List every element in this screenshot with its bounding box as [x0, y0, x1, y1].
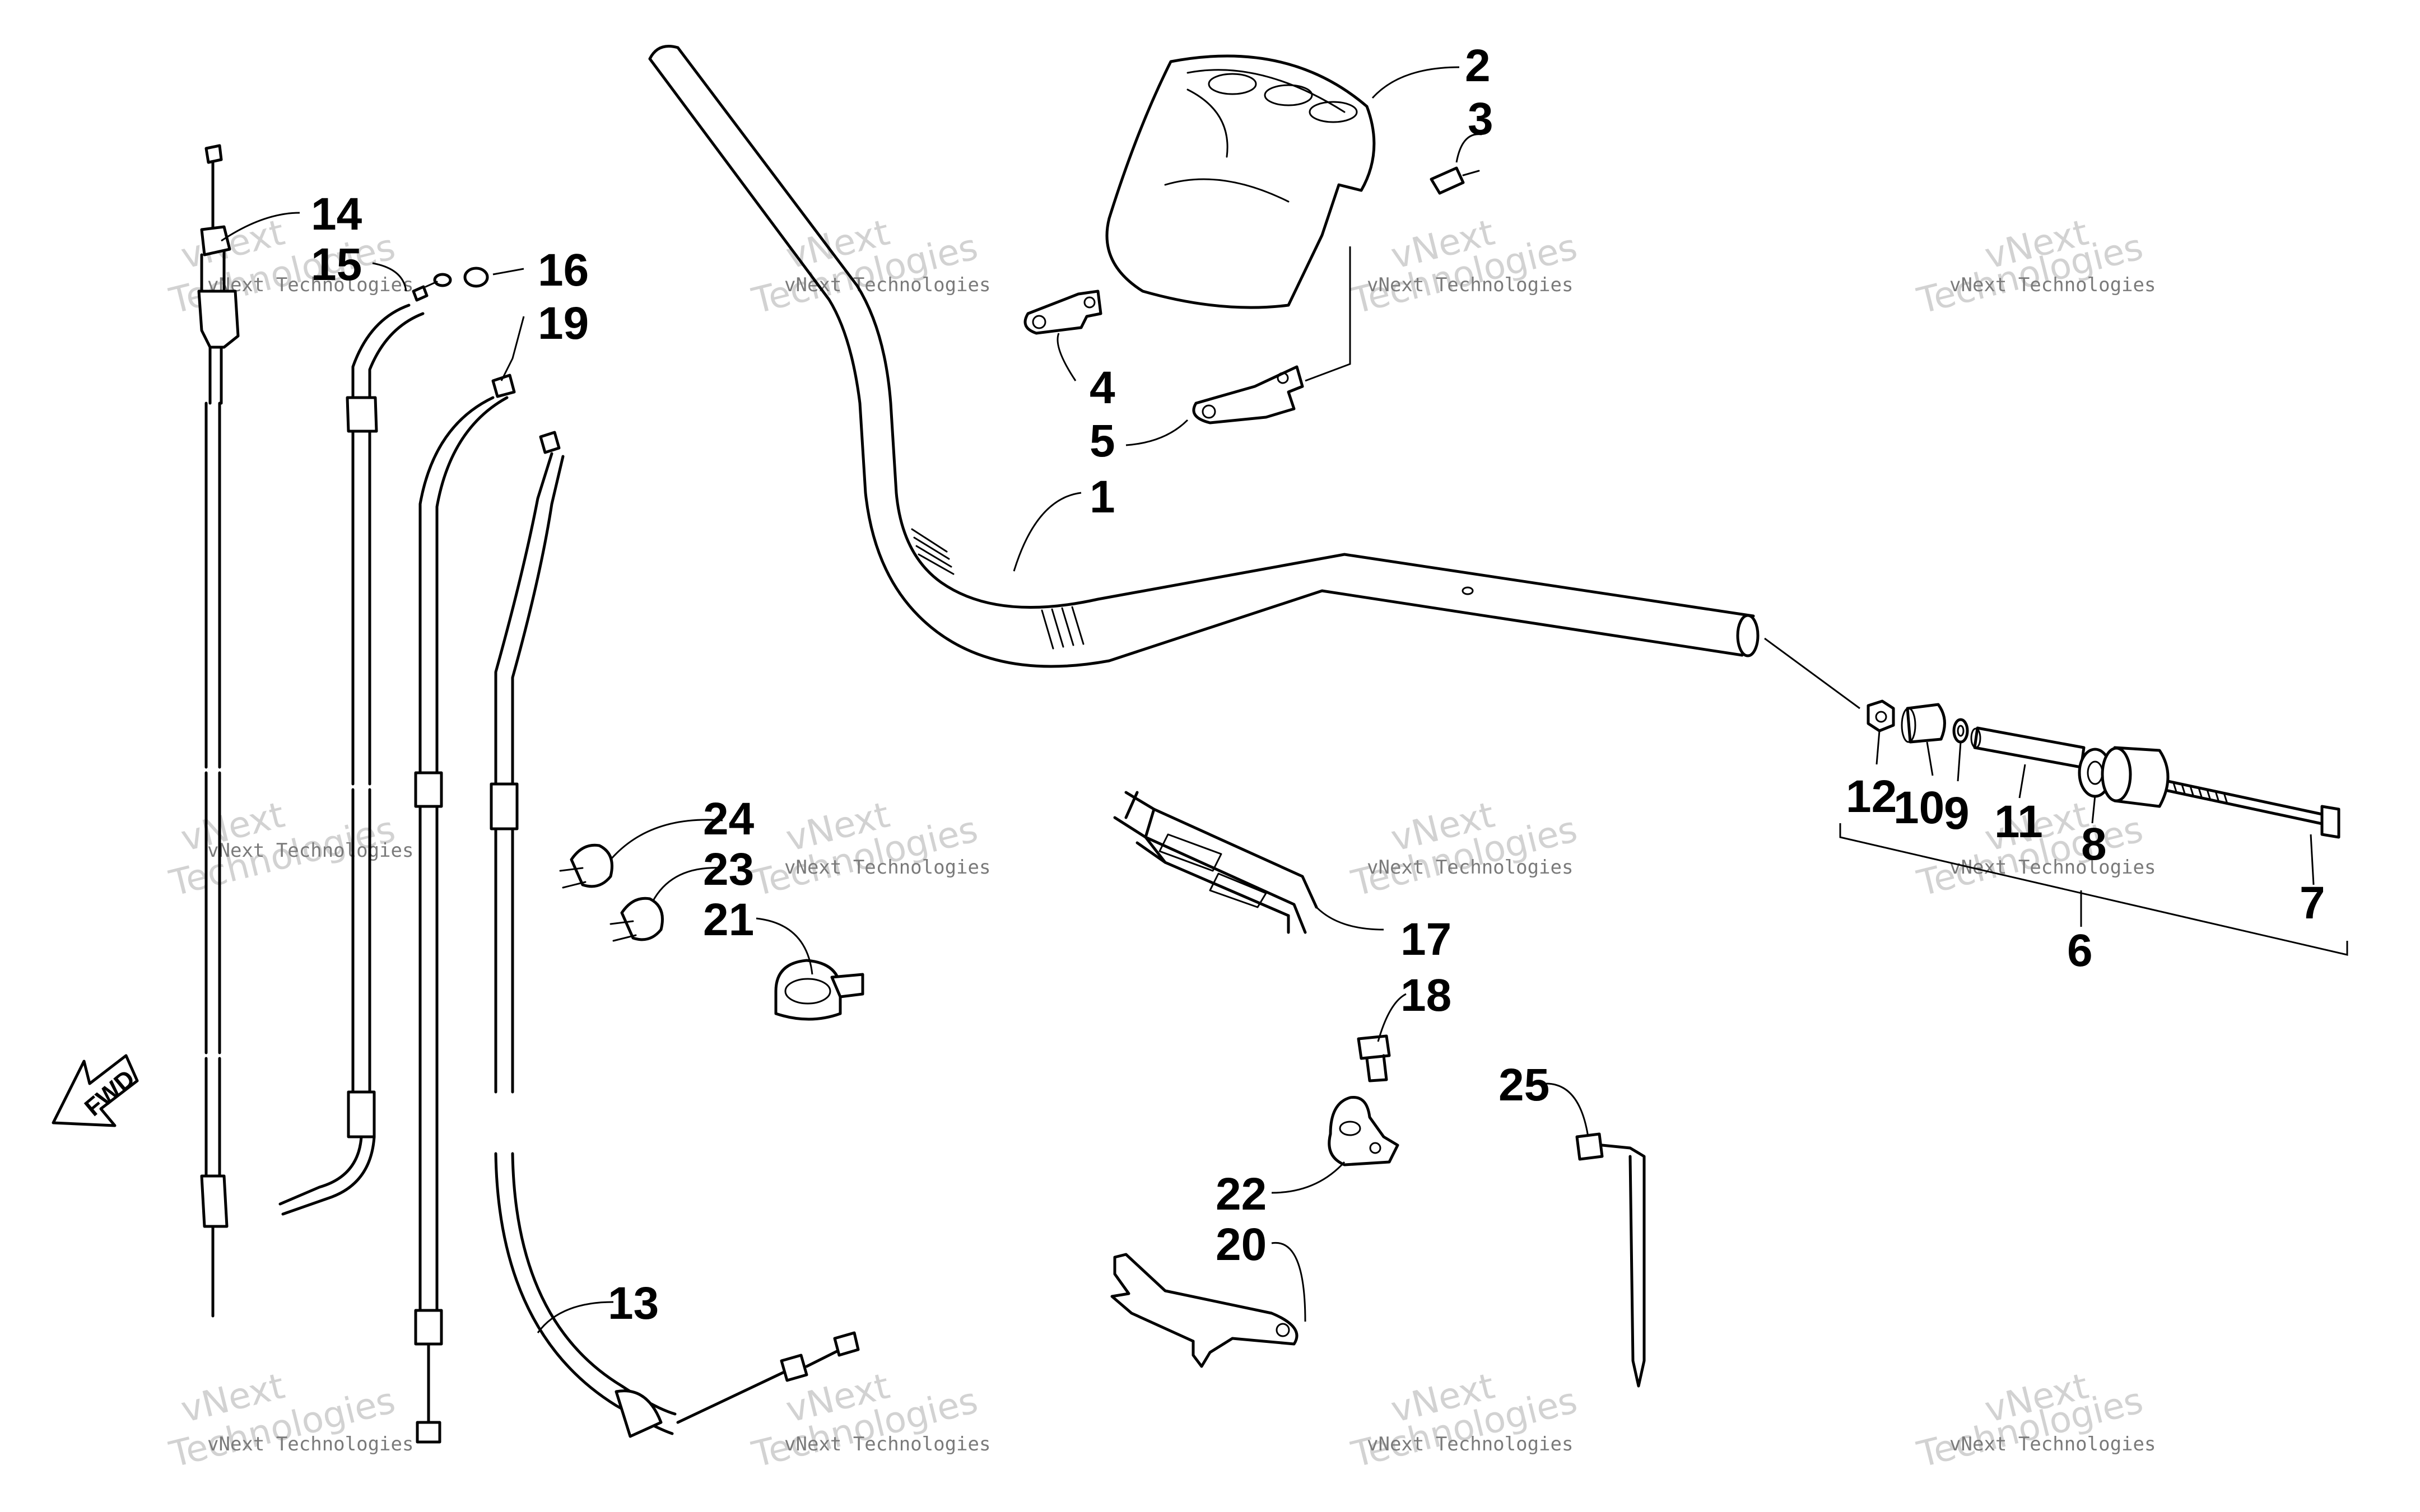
callout-25: 25 [1498, 1060, 1549, 1110]
callout-3: 3 [1468, 94, 1493, 144]
svg-text:vNext Technologies: vNext Technologies [1949, 274, 2156, 296]
callout-6: 6 [2067, 925, 2093, 976]
callout-2: 2 [1465, 40, 1491, 91]
long-cable [490, 431, 860, 1438]
callout-5: 5 [1090, 416, 1115, 466]
callout-12: 12 [1846, 771, 1897, 822]
cover-bracket-right [1192, 365, 1304, 424]
callout-14: 14 [311, 189, 362, 240]
forward-arrow-icon: FWD [52, 1054, 140, 1127]
cable-end-barrel [463, 267, 489, 288]
lower-bracket [1110, 1253, 1299, 1368]
bushing [1901, 703, 1946, 744]
handlebar [648, 45, 1760, 668]
push-rivet [1430, 166, 1480, 195]
callout-17: 17 [1400, 914, 1451, 965]
watermark: vNext Technologies vNext Technologies [1347, 794, 1581, 904]
callout-labels: 1 2 3 4 5 6 7 8 9 10 11 12 13 14 15 16 1… [311, 40, 2325, 1329]
svg-text:vNext Technologies: vNext Technologies [1367, 856, 1573, 879]
svg-text:vNext Technologies: vNext Technologies [1949, 856, 2156, 879]
cable-holder [1113, 791, 1318, 934]
mount-bracket [1328, 1095, 1399, 1166]
svg-text:vNext Technologies: vNext Technologies [784, 856, 990, 879]
callout-4: 4 [1090, 362, 1115, 413]
callout-9: 9 [1944, 788, 1970, 839]
watermark: vNext Technologies vNext Technologies [165, 1365, 413, 1476]
handlebar-cover [1105, 54, 1376, 309]
callout-15: 15 [311, 239, 362, 290]
watermark: vNext Technologies vNext Technologies [748, 1365, 990, 1476]
handlebar-knurl-upper [911, 528, 955, 575]
callout-20: 20 [1216, 1219, 1267, 1270]
cable-clamp-large [774, 959, 864, 1021]
hex-nut [1867, 699, 1895, 732]
end-weight-assembly [1764, 637, 2348, 956]
clutch-cable [414, 374, 516, 1444]
probe-rod [1575, 1132, 1646, 1388]
svg-text:vNext Technologies: vNext Technologies [784, 1433, 990, 1455]
cable-clip-upper [559, 843, 613, 889]
washer [1952, 718, 1969, 744]
svg-text:vNext Technologies: vNext Technologies [207, 839, 413, 862]
callout-23: 23 [703, 844, 754, 895]
watermark: vNext Technologies vNext Technologies [1347, 1365, 1581, 1476]
cable-clip-lower [609, 897, 664, 942]
callout-22: 22 [1216, 1169, 1267, 1220]
svg-text:vNext Technologies: vNext Technologies [1949, 1433, 2156, 1455]
callout-19: 19 [538, 298, 589, 349]
watermark: vNext Technologies vNext Technologies [165, 794, 413, 904]
watermark: vNext Technologies vNext Technologies [748, 794, 990, 904]
cable-ferrule [425, 273, 452, 288]
callout-13: 13 [608, 1278, 659, 1329]
brake-cable [278, 285, 429, 1216]
svg-text:vNext Technologies: vNext Technologies [784, 274, 990, 296]
callout-10: 10 [1893, 782, 1944, 833]
end-weight-bolt [2166, 780, 2340, 839]
callout-1: 1 [1090, 472, 1115, 522]
end-weight [2101, 746, 2170, 808]
watermark: vNext Technologies vNext Technologies [1347, 212, 1581, 322]
callout-8: 8 [2081, 819, 2107, 870]
callout-24: 24 [703, 794, 755, 844]
watermark: vNext Technologies vNext Technologies [1913, 212, 2156, 322]
flange-bolt [1357, 1034, 1391, 1082]
svg-text:vNext Technologies: vNext Technologies [207, 1433, 413, 1455]
callout-11: 11 [1994, 796, 2043, 847]
svg-text:vNext Technologies: vNext Technologies [1367, 1433, 1573, 1455]
svg-text:vNext Technologies: vNext Technologies [207, 274, 413, 296]
throttle-cable [197, 144, 240, 1318]
spacer-tube [1970, 726, 2086, 769]
watermark: vNext Technologies vNext Technologies [1913, 1365, 2156, 1476]
cover-bracket-left [1023, 290, 1102, 335]
callout-18: 18 [1400, 970, 1451, 1021]
svg-text:vNext Technologies: vNext Technologies [1367, 274, 1573, 296]
leader-lines [221, 66, 2315, 1333]
callout-7: 7 [2300, 878, 2325, 928]
callout-16: 16 [538, 245, 589, 296]
callout-21: 21 [703, 894, 754, 945]
assembly-bracket-line [1839, 823, 2348, 956]
handlebar-knurl-lower [1041, 606, 1085, 650]
